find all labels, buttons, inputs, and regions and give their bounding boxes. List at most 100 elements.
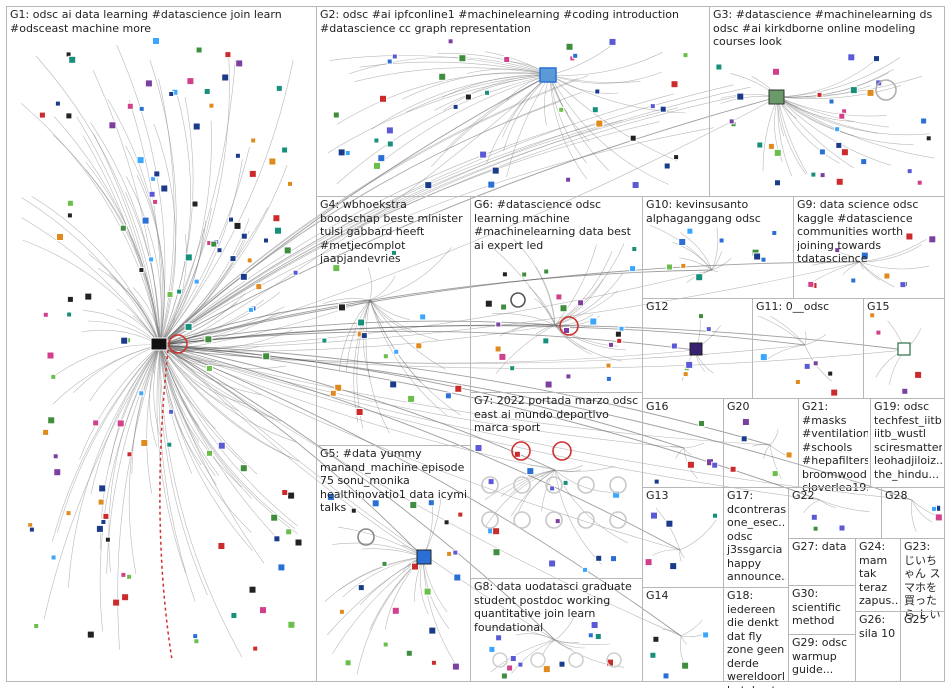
self-loop-odsc xyxy=(168,334,188,354)
network-edge xyxy=(354,67,551,82)
network-node xyxy=(248,585,257,594)
group-label-g26: G26: sila 10 xyxy=(859,613,896,640)
network-edge xyxy=(159,93,674,346)
network-edge xyxy=(911,499,917,532)
network-edge xyxy=(159,127,714,346)
group-label-g3: G3: #datascience #machinelearning ds ods… xyxy=(713,8,933,48)
network-node xyxy=(208,102,215,109)
network-node xyxy=(685,360,694,369)
network-edge xyxy=(336,74,551,185)
self-loop-faint xyxy=(481,511,499,529)
network-node xyxy=(357,584,365,592)
group-label-g11: G11: 0__odsc xyxy=(756,300,830,313)
network-node xyxy=(451,662,460,671)
network-node xyxy=(702,631,710,639)
network-node xyxy=(152,37,160,45)
network-edge xyxy=(490,639,556,673)
network-edge xyxy=(859,244,922,263)
network-node xyxy=(391,249,397,256)
self-loop-faint xyxy=(481,476,499,494)
network-node xyxy=(126,451,133,458)
network-node xyxy=(577,299,585,307)
network-node xyxy=(495,634,503,642)
network-node xyxy=(565,176,572,183)
network-node xyxy=(565,373,572,380)
network-node xyxy=(42,428,50,436)
network-node xyxy=(92,419,100,427)
network-node xyxy=(52,453,59,460)
network-edge xyxy=(159,59,294,346)
network-node xyxy=(268,157,277,166)
network-edge xyxy=(159,344,681,551)
network-edge xyxy=(125,192,161,346)
network-edge xyxy=(777,96,935,159)
network-edge xyxy=(159,344,243,488)
network-edge xyxy=(369,299,410,320)
network-edge xyxy=(159,344,202,466)
network-edge xyxy=(159,58,236,346)
network-edge xyxy=(549,71,662,84)
network-node xyxy=(148,256,155,263)
group-label-g21: G21: #masks #ventilation #schools #hepaf… xyxy=(802,400,868,494)
network-node xyxy=(495,321,502,328)
network-node xyxy=(905,232,914,241)
network-edge xyxy=(159,269,713,346)
group-label-g8: G8: data uodatasci graduate student post… xyxy=(474,580,632,634)
network-node xyxy=(224,51,232,59)
network-node xyxy=(203,88,211,95)
hub-node-g2 xyxy=(539,67,557,83)
network-edge xyxy=(506,74,551,178)
self-loop-g5 xyxy=(357,528,375,546)
network-edge xyxy=(542,639,556,656)
network-node xyxy=(153,170,161,178)
network-edge xyxy=(711,251,722,271)
hub-node-g5 xyxy=(416,549,432,565)
network-node xyxy=(126,102,134,110)
network-edge xyxy=(93,133,161,346)
network-node xyxy=(281,146,289,154)
network-node xyxy=(860,251,869,260)
network-node xyxy=(816,91,823,98)
network-edge xyxy=(369,247,452,301)
network-edge xyxy=(367,267,372,301)
group-box-g3: G3: #datascience #machinelearning ds ods… xyxy=(709,6,945,197)
network-node xyxy=(250,137,257,144)
group-label-g23: G23: じいちゃん スマホを 買ったら しい xyxy=(904,540,941,621)
network-edge xyxy=(125,146,165,346)
network-edge xyxy=(106,344,161,574)
network-edge xyxy=(159,75,589,346)
network-edge xyxy=(911,499,933,523)
network-node xyxy=(166,441,173,448)
network-node xyxy=(186,77,195,86)
network-edge xyxy=(554,639,610,646)
network-node xyxy=(217,542,226,550)
network-node xyxy=(558,660,566,668)
network-edge xyxy=(672,242,713,271)
network-node xyxy=(100,519,107,525)
network-node xyxy=(587,632,594,639)
network-node xyxy=(338,303,346,312)
network-node xyxy=(682,52,689,59)
network-node xyxy=(447,38,454,45)
network-node xyxy=(590,621,599,629)
network-node xyxy=(443,519,450,526)
network-node xyxy=(46,351,55,360)
network-node xyxy=(229,255,237,263)
network-node xyxy=(281,489,289,496)
network-node xyxy=(393,348,400,355)
network-node xyxy=(287,620,296,629)
network-edge xyxy=(159,344,262,396)
red-edge-chain xyxy=(159,349,173,661)
self-loop-faint xyxy=(609,511,627,529)
network-edge xyxy=(52,344,161,405)
network-node xyxy=(487,180,496,189)
network-node xyxy=(66,311,73,318)
network-edge xyxy=(777,96,808,174)
network-node xyxy=(698,420,705,427)
network-edge xyxy=(554,324,587,350)
network-node xyxy=(453,573,462,582)
network-node xyxy=(771,230,778,236)
network-edge xyxy=(777,96,854,136)
network-edge xyxy=(842,261,861,275)
network-node xyxy=(682,371,689,378)
